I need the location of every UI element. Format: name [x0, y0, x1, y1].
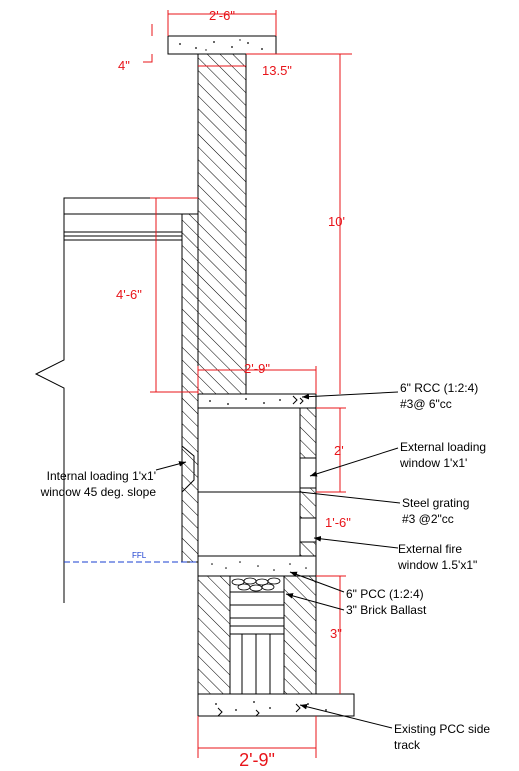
annotations: 6" RCC (1:2:4) #3@ 6"cc External loading… [40, 381, 491, 752]
pcc-slab [197, 555, 317, 577]
dim-chamber-width: 2'-9" [244, 361, 270, 376]
top-cap-speckle [179, 39, 263, 51]
label-ffl: FFL [132, 551, 147, 560]
dim-chimney-height: 10' [328, 214, 345, 229]
dim-roof-height: 4'-6" [116, 287, 142, 302]
existing-pcc-track [197, 693, 355, 717]
label-existing-2: track [394, 738, 421, 752]
top-cap-slab [167, 35, 277, 55]
rcc-slab [197, 393, 317, 409]
label-brick: 3" Brick Ballast [346, 603, 427, 617]
label-ext-fire-1: External fire [398, 542, 462, 556]
label-int-loading-1: Internal loading 1'x1' [47, 469, 156, 483]
label-rcc-1: 6" RCC (1:2:4) [400, 381, 478, 395]
leader-lines [155, 391, 401, 729]
dim-fire-window-height: 1'-6" [325, 515, 351, 530]
label-int-loading-2: window 45 deg. slope [40, 485, 157, 499]
dim-top-cap-width: 2'-6" [209, 8, 235, 23]
label-ext-loading-1: External loading [400, 440, 486, 454]
label-existing-1: Existing PCC side [394, 722, 490, 736]
label-grating-2: #3 @2"cc [402, 512, 454, 526]
dimension-text: 2'-6" 4" 13.5" 10' 4'-6" 2'-9" 2' 1'-6" … [116, 8, 351, 770]
label-grating-1: Steel grating [402, 496, 469, 510]
dim-cap-thickness: 4" [118, 58, 130, 73]
brick-ballast-fill [229, 575, 285, 695]
label-pcc: 6" PCC (1:2:4) [346, 587, 424, 601]
foundation-right [283, 575, 317, 695]
brick-ballast [231, 577, 281, 592]
dim-loading-window-height: 2' [334, 443, 344, 458]
dim-base-width: 2'-9" [239, 750, 275, 770]
label-rcc-2: #3@ 6"cc [400, 397, 452, 411]
foundation-left [197, 575, 231, 695]
dim-foundation-depth: 3" [330, 626, 342, 641]
dim-wall-thickness: 13.5" [262, 63, 292, 78]
label-ext-fire-2: window 1.5'x1" [397, 558, 477, 572]
chimney-wall [197, 53, 247, 395]
dimension-lines [143, 10, 352, 758]
structure [34, 35, 355, 717]
existing-building [34, 197, 199, 603]
label-ext-loading-2: window 1'x1' [399, 456, 467, 470]
